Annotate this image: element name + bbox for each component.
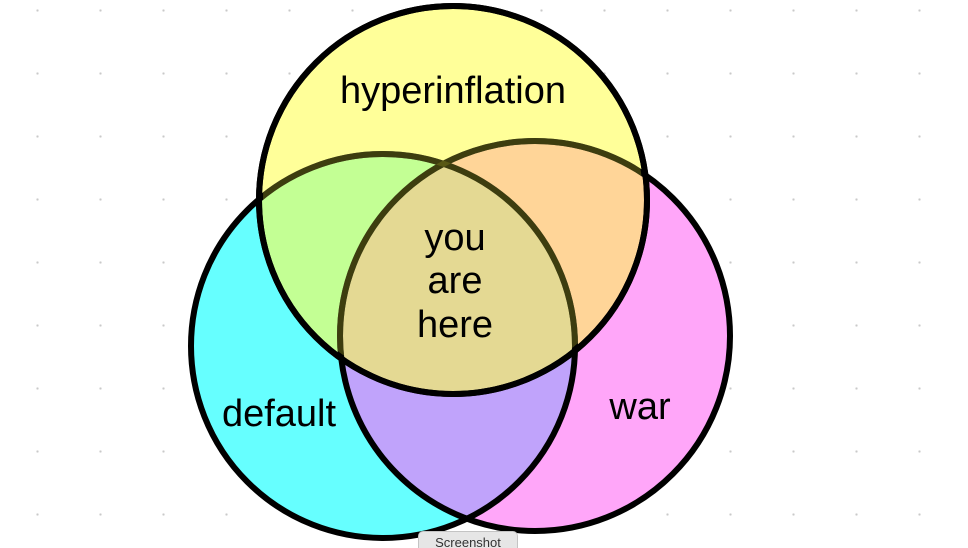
- center-label-line-3: here: [417, 304, 493, 346]
- center-label-line-2: are: [428, 260, 483, 302]
- screenshot-tab[interactable]: Screenshot: [418, 531, 518, 548]
- hyperinflation-label: hyperinflation: [340, 70, 566, 112]
- hyperinflation-circle-outline-top: [256, 3, 650, 397]
- war-label: war: [608, 386, 671, 428]
- center-label-line-1: you: [424, 217, 485, 259]
- war-circle-outline-through: [337, 138, 643, 390]
- triple-overlap: [340, 154, 575, 394]
- default-label: default: [222, 393, 337, 435]
